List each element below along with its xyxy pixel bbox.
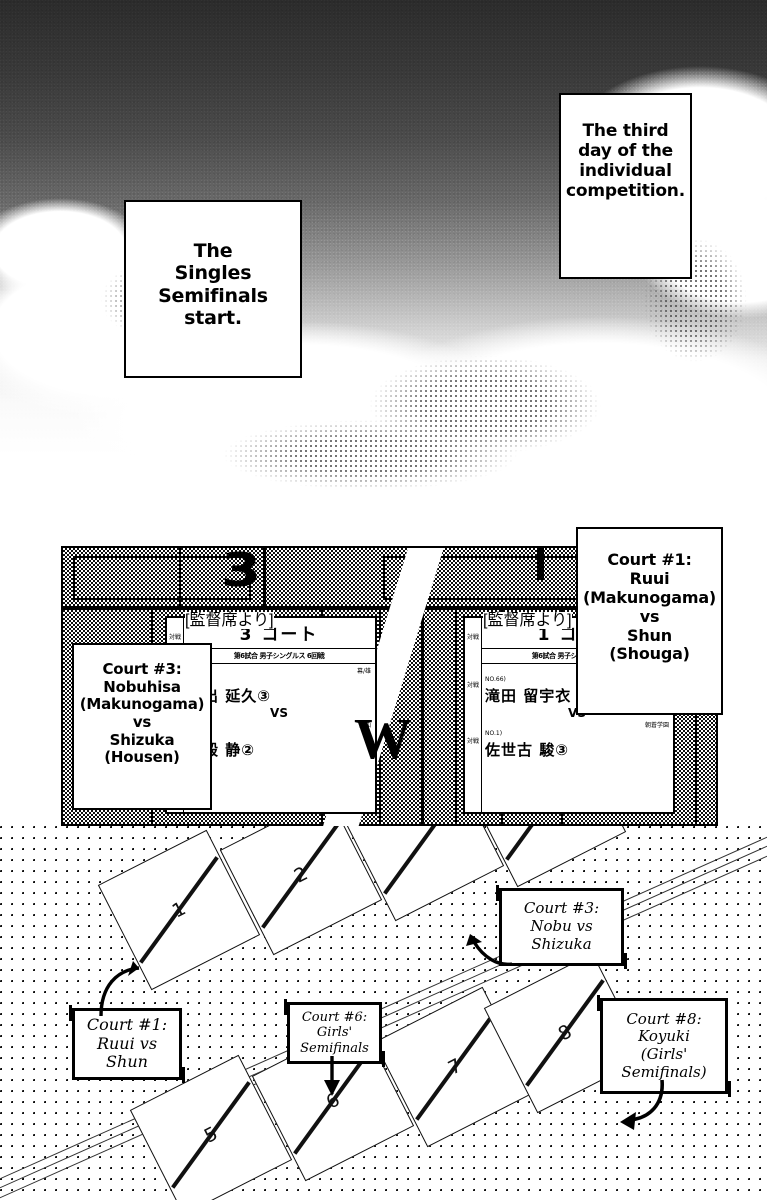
player-a-school: 幕/雄 [356,668,371,675]
map-court-label: 1 [168,897,190,923]
map-court-label: 2 [290,862,312,888]
player-a-name: 滝田 留宇衣 [485,685,669,706]
board-divider [63,824,716,826]
board-watermark-w: W [354,706,412,771]
placard-subline: 第6試合 男子シングルス 6回戦 [183,649,375,664]
board-divider [179,548,181,608]
player-b-name: 佐世古 駿③ [485,739,669,760]
note-text: Court #1: Ruui vs Shun [86,1014,168,1072]
note-text: Court #6: Girls' Semifinals [300,1010,369,1056]
board-court-number-3: 3 [220,543,262,597]
player-b-school: 朝蒼学園 [644,722,669,729]
placard-court-title: 3 コート [183,618,375,649]
placard-court-1: 対戦 対戦 対戦 1 コート 第6試合 男子シングルス 6回戦 NO.66) 幕… [463,616,675,814]
note-court-6[interactable]: Court #6: Girls' Semifinals [284,999,385,1067]
placard-side-label-top: 対戦 [169,634,182,641]
player-b-name: 雷殿 静② [187,739,371,760]
board-panel-cell [449,556,495,600]
cloud-texture [160,400,580,510]
player-b-seed: ③ [555,741,569,759]
player-b-name-text: 佐世古 駿 [485,741,556,759]
placard-header-tag-text: [監督席より] [483,612,572,629]
note-court-1[interactable]: Court #1: Ruui vs Shun [69,1005,185,1083]
court-net [505,826,585,861]
map-court-label: 7 [444,1054,466,1080]
caption-singles-start: The Singles Semifinals start. [124,200,302,378]
board-divider [421,548,424,826]
note-court-3[interactable]: Court #3: Nobu vs Shizuka [496,885,627,969]
caption-third-day: The third day of the individual competit… [559,93,692,279]
player-a-number: NO.66) [485,676,506,683]
caption-text: The third day of the individual competit… [566,121,685,202]
placard-side-label-top: 対戦 [467,634,480,641]
caption-text: Court #1: Ruui (Makunogama) vs Shun (Sho… [582,550,717,664]
cloud-texture [320,330,650,480]
board-divider [455,610,457,824]
caption-text: The Singles Semifinals start. [158,240,268,330]
placard-side-label-mid: 対戦 [467,682,480,689]
placard-header-tag-left: [監督席より] [185,606,274,630]
player-a-seed: ③ [257,687,271,705]
versus-label: VS [270,706,288,720]
player-b-number: NO.1) [485,730,503,737]
note-text: Court #3: Nobu vs Shizuka [523,899,600,953]
placard-header-tag-right: [監督席より] [483,606,572,630]
player-b-school: 鳳仙 [358,722,371,729]
player-a-name-text: 滝田 留宇衣 [485,687,572,705]
player-a-name: 伊出 延久③ [187,685,371,706]
note-text: Court #8: Koyuki (Girls' Semifinals) [621,1009,707,1081]
placard-side-strip: 対戦 対戦 対戦 [465,618,482,812]
caption-court-3: Court #3: Nobuhisa (Makunogama) vs Shizu… [72,643,212,810]
map-court-label: 5 [200,1122,222,1148]
court-net [383,826,463,895]
board-divider [695,610,697,824]
placard-header-tag-text: [監督席より] [185,612,274,629]
note-court-8[interactable]: Court #8: Koyuki (Girls' Semifinals) [597,995,731,1097]
player-b-seed: ② [241,741,255,759]
board-divider [263,548,266,608]
caption-text: Court #3: Nobuhisa (Makunogama) vs Shizu… [79,660,205,767]
map-court-label: 6 [322,1088,344,1114]
placard-match: NO.66) 幕/ 滝田 留宇衣 VS NO.1) 朝蒼学園 佐世古 駿③ [481,664,673,760]
caption-court-1: Court #1: Ruui (Makunogama) vs Shun (Sho… [576,527,723,715]
board-court-number-1 [537,548,544,580]
board-panel-cell [73,556,251,600]
map-panel: 1 2 5 6 7 8 Court #1: R [0,826,767,1200]
placard-side-label-bottom: 対戦 [467,738,480,745]
